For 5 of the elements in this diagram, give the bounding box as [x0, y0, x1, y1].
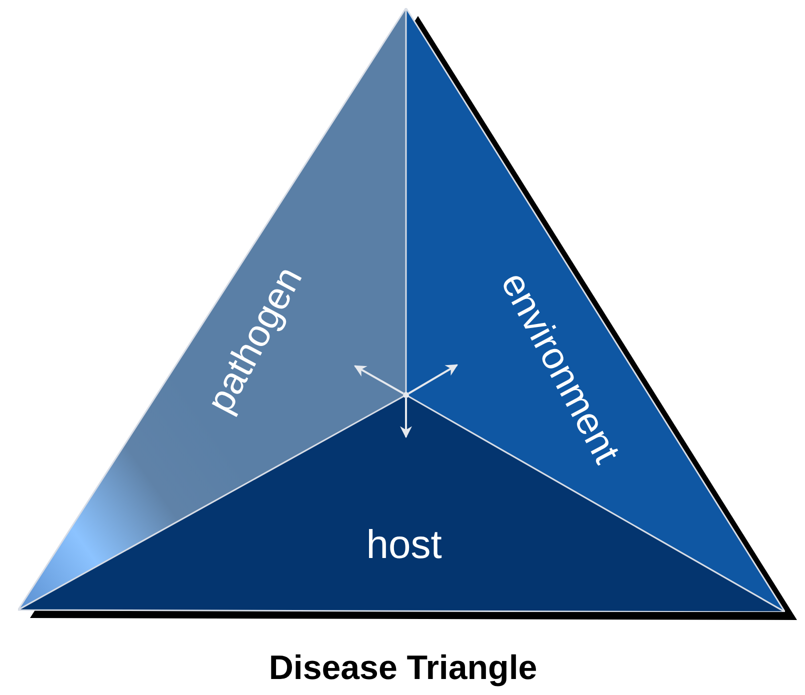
diagram-title: Disease Triangle: [268, 651, 538, 685]
arrow: [354, 365, 404, 394]
face-label: host: [366, 525, 442, 565]
arrow: [400, 398, 412, 438]
arrow: [408, 364, 458, 394]
